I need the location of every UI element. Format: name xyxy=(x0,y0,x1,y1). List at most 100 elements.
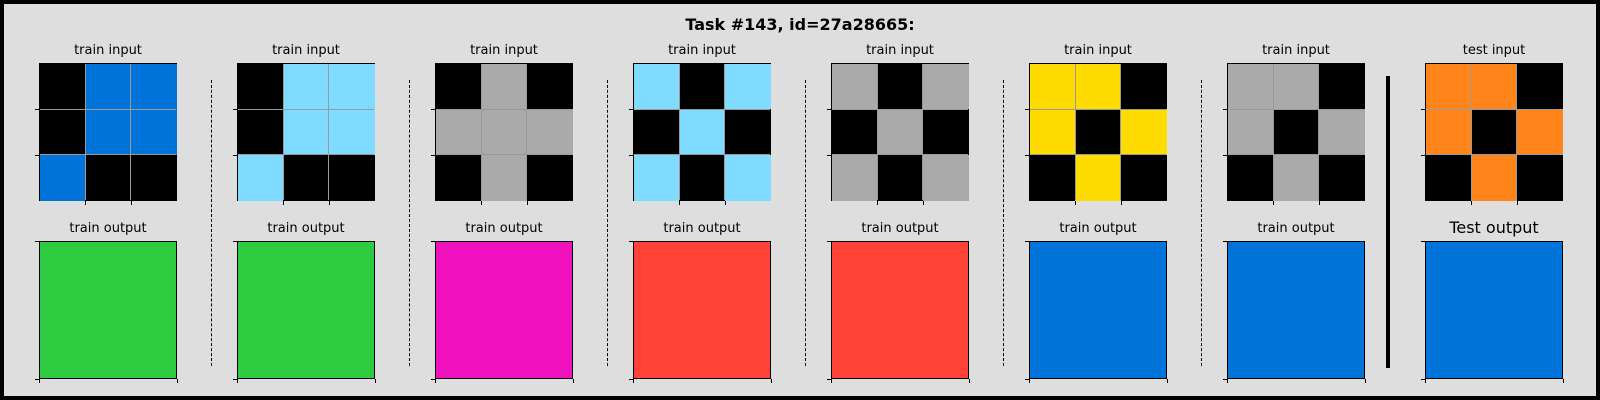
input-grid xyxy=(633,63,771,201)
axis-tick xyxy=(1025,108,1029,110)
axis-tick xyxy=(1223,154,1227,156)
grid-cell xyxy=(1471,64,1518,110)
grid-line xyxy=(238,108,374,110)
output-grid xyxy=(1227,241,1365,379)
axis-tick xyxy=(1424,379,1426,383)
axis-tick xyxy=(35,108,39,110)
grid-line xyxy=(1120,64,1122,200)
input-grid xyxy=(1029,63,1167,201)
axis-tick xyxy=(35,154,39,156)
axis-tick xyxy=(431,378,435,380)
grid-cell xyxy=(832,109,878,156)
grid-cell xyxy=(481,109,528,156)
output-label: Test output xyxy=(1449,218,1539,237)
grid-line xyxy=(1272,64,1274,200)
axis-tick xyxy=(1421,108,1425,110)
grid-cell xyxy=(1030,154,1076,201)
axis-tick xyxy=(770,379,772,383)
grid-line xyxy=(922,64,924,200)
output-grid xyxy=(237,241,375,379)
grid-cell xyxy=(1426,109,1472,156)
axis-tick xyxy=(1166,379,1168,383)
input-grid xyxy=(237,63,375,201)
axis-tick xyxy=(1421,378,1425,380)
grid-cell xyxy=(328,109,375,156)
output-label: train output xyxy=(1059,221,1137,236)
axis-tick xyxy=(968,379,970,383)
grid-line xyxy=(526,64,528,200)
input-label: test input xyxy=(1462,43,1526,58)
grid-cell xyxy=(1471,109,1518,156)
grid-line xyxy=(40,154,176,156)
axis-tick xyxy=(827,108,831,110)
grid-cell xyxy=(85,109,132,156)
grid-cell xyxy=(1075,154,1122,201)
axis-tick xyxy=(1272,201,1274,205)
input-label: train input xyxy=(74,43,142,58)
grid-cell xyxy=(877,154,924,201)
axis-tick xyxy=(431,108,435,110)
grid-cell xyxy=(1030,109,1076,156)
axis-tick xyxy=(827,240,831,242)
output-grid xyxy=(39,241,177,379)
grid-line xyxy=(238,154,374,156)
grid-cell xyxy=(832,242,968,378)
axis-tick xyxy=(1025,378,1029,380)
grid-cell xyxy=(526,109,573,156)
grid-cell xyxy=(1075,109,1122,156)
grid-cell xyxy=(634,109,680,156)
pair-separator xyxy=(607,80,608,366)
axis-tick xyxy=(724,201,726,205)
grid-line xyxy=(436,154,572,156)
input-grid xyxy=(39,63,177,201)
grid-cell xyxy=(238,242,374,378)
grid-cell xyxy=(1120,64,1167,110)
axis-tick xyxy=(632,379,634,383)
input-label: train input xyxy=(1262,43,1330,58)
axis-tick xyxy=(629,108,633,110)
axis-tick xyxy=(35,240,39,242)
grid-line xyxy=(634,108,770,110)
grid-cell xyxy=(85,64,132,110)
grid-cell xyxy=(832,64,878,110)
input-label: train input xyxy=(866,43,934,58)
output-label: train output xyxy=(465,221,543,236)
grid-cell xyxy=(526,64,573,110)
grid-cell xyxy=(634,242,770,378)
grid-cell xyxy=(1471,154,1518,201)
grid-cell xyxy=(1318,109,1365,156)
axis-tick xyxy=(233,378,237,380)
grid-cell xyxy=(1228,109,1274,156)
grid-cell xyxy=(40,109,86,156)
grid-line xyxy=(634,154,770,156)
input-label: train input xyxy=(668,43,736,58)
grid-cell xyxy=(1030,242,1166,378)
output-label: train output xyxy=(1257,221,1335,236)
axis-tick xyxy=(526,201,528,205)
axis-tick xyxy=(830,379,832,383)
grid-cell xyxy=(724,154,771,201)
axis-tick xyxy=(1364,379,1366,383)
grid-cell xyxy=(436,64,482,110)
grid-line xyxy=(84,64,86,200)
grid-cell xyxy=(238,64,284,110)
axis-tick xyxy=(1421,154,1425,156)
page-title: Task #143, id=27a28665: xyxy=(685,15,915,34)
grid-line xyxy=(1516,64,1518,200)
grid-line xyxy=(1426,108,1562,110)
axis-tick xyxy=(480,201,482,205)
input-grid xyxy=(435,63,573,201)
input-grid xyxy=(1425,63,1563,201)
grid-cell xyxy=(1318,64,1365,110)
axis-tick xyxy=(629,378,633,380)
grid-cell xyxy=(436,154,482,201)
grid-cell xyxy=(526,154,573,201)
grid-cell xyxy=(1075,64,1122,110)
axis-tick xyxy=(827,378,831,380)
axis-tick xyxy=(1470,201,1472,205)
grid-line xyxy=(282,64,284,200)
grid-line xyxy=(876,64,878,200)
grid-line xyxy=(1030,154,1166,156)
axis-tick xyxy=(431,240,435,242)
axis-tick xyxy=(1421,240,1425,242)
